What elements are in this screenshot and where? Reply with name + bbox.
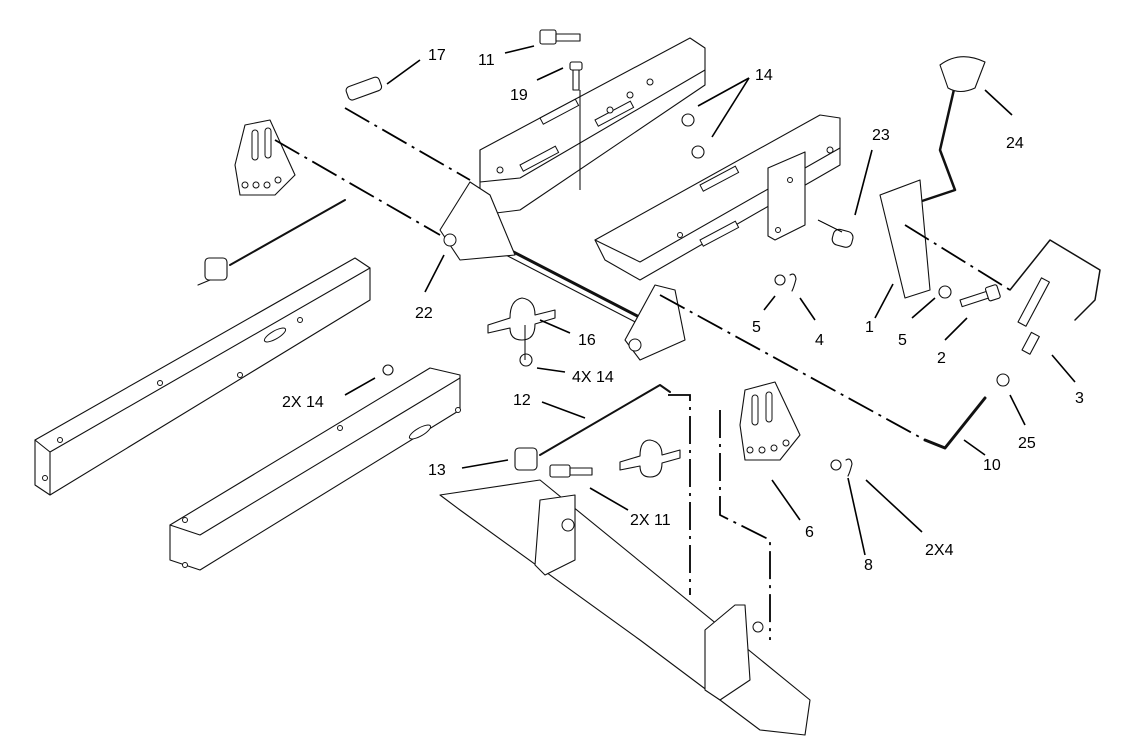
callout-24: 24 <box>1006 135 1024 152</box>
callout-10: 10 <box>983 457 1001 474</box>
leader-lines <box>344 45 1076 556</box>
left-adjustment-plate <box>234 119 296 196</box>
callout-12: 12 <box>513 392 531 409</box>
callout-25: 25 <box>1018 435 1036 452</box>
callout-11: 11 <box>478 52 495 69</box>
lower-bolt <box>549 464 593 478</box>
lever-knob <box>939 56 986 93</box>
callout-22: 22 <box>415 305 433 322</box>
callout-19: 19 <box>510 87 528 104</box>
callout-16: 16 <box>578 332 596 349</box>
callout-2x4: 2X4 <box>925 542 954 559</box>
callout-17: 17 <box>428 47 446 64</box>
lift-rod <box>923 239 1101 450</box>
right-frame-channel <box>594 114 841 281</box>
right-adjustment-plate <box>739 381 801 461</box>
lift-lever <box>831 83 957 299</box>
callout-14: 14 <box>755 67 773 84</box>
callout-2: 2 <box>937 350 946 367</box>
callout-5-lower: 5 <box>898 332 907 349</box>
callout-4x14: 4X 14 <box>572 369 614 386</box>
left-lift-link <box>197 199 346 286</box>
callout-3: 3 <box>1075 390 1084 407</box>
spring <box>345 76 383 101</box>
top-bolt <box>539 29 581 45</box>
callout-2x11: 2X 11 <box>630 512 671 529</box>
upper-saddle-clamp <box>487 297 556 341</box>
left-frame-rail <box>34 257 371 496</box>
washers-and-clips <box>774 273 952 477</box>
rockshaft <box>439 181 686 361</box>
callout-8: 8 <box>864 557 873 574</box>
front-axle <box>439 479 811 736</box>
upper-channel-bracket <box>479 37 706 216</box>
center-lift-link <box>514 384 671 471</box>
callout-23: 23 <box>872 127 890 144</box>
lower-saddle-clamp <box>619 439 681 478</box>
callout-4: 4 <box>815 332 824 349</box>
callout-1: 1 <box>865 319 874 336</box>
callout-6: 6 <box>805 524 814 541</box>
carriage-bolt <box>569 61 583 91</box>
pivot-bolt <box>959 284 1001 308</box>
callout-13: 13 <box>428 462 446 479</box>
center-lower-rail <box>169 367 461 571</box>
hex-nuts <box>382 113 1010 387</box>
callout-5-upper: 5 <box>752 319 761 336</box>
callout-2x14: 2X 14 <box>282 394 324 411</box>
